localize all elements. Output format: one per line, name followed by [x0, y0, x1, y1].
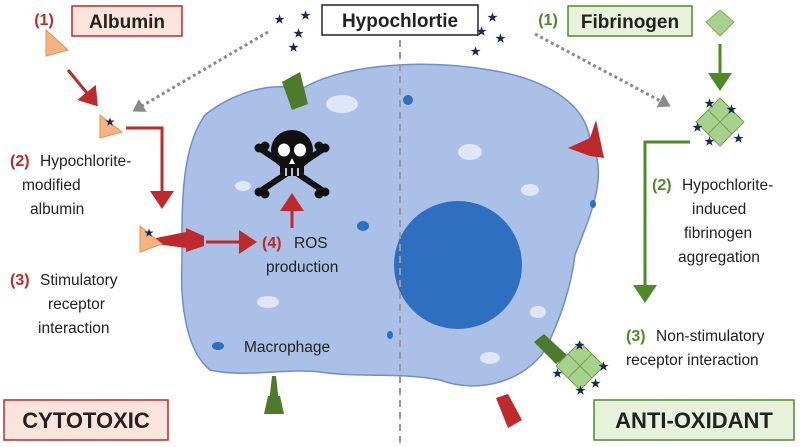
vacuole	[257, 296, 279, 308]
right-step2-line1: Hypochlorite-	[682, 177, 773, 194]
modified-albumin-triangle-icon	[99, 113, 124, 139]
fibrinogen-label: Fibrinogen	[581, 12, 679, 33]
left-step1-number: (1)	[34, 12, 54, 29]
left-step2-number: (2)	[10, 153, 30, 170]
left-step4-line2: production	[266, 259, 338, 276]
albumin-label: Albumin	[89, 12, 165, 33]
receptor-red-left-cap	[186, 228, 204, 252]
macrophage-label: Macrophage	[244, 339, 330, 356]
right-step1-number: (1)	[538, 12, 558, 29]
right-step2-line4: aggregation	[678, 249, 760, 266]
granule	[387, 331, 393, 339]
hypochlorite-star-icon	[274, 14, 285, 24]
modified-albumin-arrow	[126, 126, 174, 209]
left-step4-number: (4)	[262, 235, 282, 252]
right-step3-number: (3)	[626, 328, 646, 345]
left-step3-number: (3)	[10, 272, 30, 289]
vacuole	[458, 144, 482, 160]
vacuole	[530, 306, 546, 318]
vacuole	[480, 352, 500, 364]
granule	[403, 95, 413, 105]
left-step2-line2: modified	[22, 177, 81, 194]
receptor-green-right-low	[534, 334, 568, 364]
hypochlorite-star-icon	[470, 46, 481, 56]
hypochlorite-arrow-left	[132, 30, 269, 112]
hypochlorite-star-icon	[487, 12, 498, 22]
right-step3-line2: receptor interaction	[626, 352, 759, 369]
receptor-red-left	[156, 232, 186, 248]
hypochlorite-star-icon	[293, 28, 304, 38]
right-step3-line1: Non-stimulatory	[656, 328, 765, 345]
hypochlorite-star-icon	[288, 42, 299, 52]
left-step3-line2: receptor	[48, 296, 105, 313]
receptor-red-right-upper	[568, 120, 604, 158]
cytotoxic-label: CYTOTOXIC	[22, 408, 150, 433]
antioxidant-box	[593, 399, 795, 441]
granule	[212, 342, 224, 350]
albumin-triangle-icon	[45, 28, 70, 57]
oxidation-star-icon	[590, 378, 601, 388]
aggregate-arrow	[633, 140, 690, 303]
skull-crossbones-icon	[254, 130, 330, 199]
hypochlorite-star-icon	[495, 33, 506, 43]
receptor-green-bottom-base	[264, 396, 284, 414]
left-step4-line1: ROS	[294, 235, 328, 252]
cytotoxic-box	[3, 399, 169, 441]
vacuole	[326, 95, 358, 113]
receptor-red-bottom	[496, 394, 522, 428]
granule	[357, 221, 369, 231]
left-step3-line1: Stimulatory	[40, 272, 118, 289]
left-step2-line1: Hypochlorite-	[40, 153, 131, 170]
vacuole	[235, 181, 251, 191]
albumin-box	[71, 5, 183, 37]
nucleus	[394, 201, 522, 329]
fibrinogen-diamond-icon	[705, 9, 735, 37]
hypochlorite-box	[321, 4, 479, 36]
vacuole	[521, 184, 539, 196]
oxidation-star-icon	[733, 133, 744, 143]
fibrinogen-box	[567, 5, 693, 37]
left-step3-line3: interaction	[38, 320, 110, 337]
right-step2-number: (2)	[652, 177, 672, 194]
right-step2-line3: fibrinogen	[684, 225, 752, 242]
granule	[590, 200, 596, 208]
hypochlorite-arrow-right	[534, 32, 671, 108]
hypochlorite-title: Hypochlortie	[342, 11, 458, 32]
receptor-green-top	[282, 72, 308, 110]
antioxidant-label: ANTI-OXIDANT	[615, 408, 773, 433]
left-step2-line3: albumin	[30, 201, 84, 218]
hypochlorite-star-icon	[300, 10, 311, 20]
right-step2-line2: induced	[692, 201, 746, 218]
albumin-arrow	[66, 69, 98, 107]
